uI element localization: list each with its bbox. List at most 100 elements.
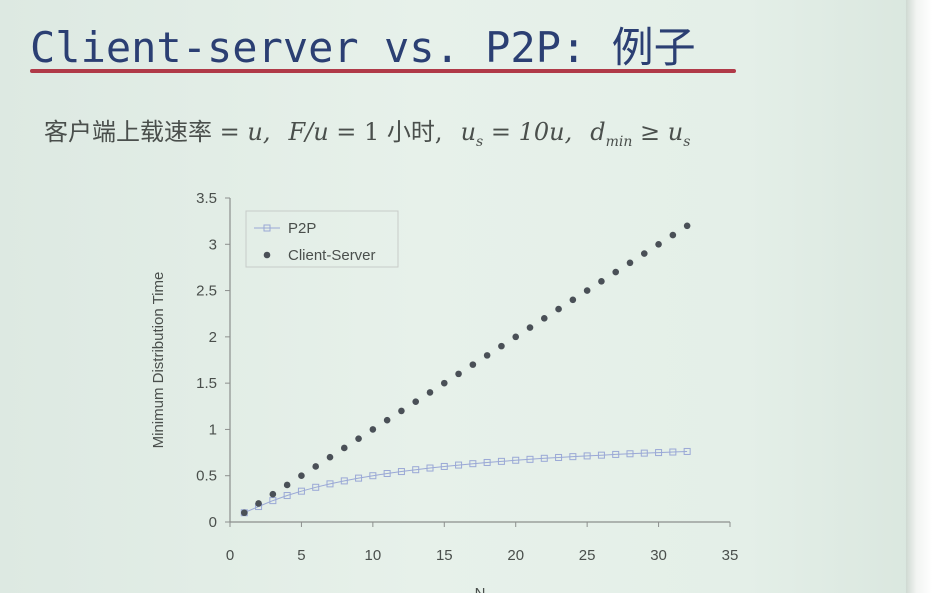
x-tick-label: 25 bbox=[579, 547, 596, 564]
y-tick-label: 3 bbox=[209, 236, 217, 253]
client-server-point bbox=[383, 416, 391, 424]
upload-rate-label: 客户端上载速率 bbox=[44, 118, 212, 146]
chart-legend: P2P Client-Server bbox=[245, 210, 399, 268]
x-tick-label: 35 bbox=[722, 547, 739, 564]
client-server-point bbox=[426, 389, 434, 396]
eq-one: = 1 bbox=[328, 118, 387, 146]
p2p-point bbox=[669, 448, 677, 456]
us2-subscript: s bbox=[683, 134, 691, 150]
slide-subtitle: 客户端上载速率 = u,F/u = 1 小时,us = 10u,dmin ≥ u… bbox=[44, 112, 690, 150]
x-tick-label: 20 bbox=[507, 547, 524, 564]
x-tick-label: 0 bbox=[226, 547, 234, 564]
client-server-point bbox=[555, 305, 562, 313]
title-underline bbox=[30, 68, 736, 74]
p2p-point bbox=[297, 487, 305, 495]
client-server-point bbox=[312, 463, 320, 470]
client-server-point bbox=[326, 453, 334, 461]
chart-axes bbox=[229, 198, 730, 523]
us-symbol: u bbox=[460, 118, 477, 146]
client-server-point bbox=[526, 324, 534, 331]
client-server-point bbox=[626, 259, 634, 267]
p2p-point bbox=[640, 449, 648, 457]
y-tick-label: 1.5 bbox=[196, 375, 217, 392]
us-subscript: s bbox=[476, 134, 484, 150]
x-tick-label: 30 bbox=[650, 547, 667, 564]
client-server-point bbox=[483, 352, 491, 359]
slide-title: Client-server vs. P2P: 例子 bbox=[30, 23, 696, 72]
p2p-point bbox=[340, 477, 348, 485]
p2p-point bbox=[683, 447, 691, 455]
client-server-point bbox=[669, 231, 677, 239]
p2p-point bbox=[569, 453, 577, 461]
p2p-point bbox=[383, 469, 391, 477]
client-server-point bbox=[612, 268, 620, 276]
client-server-point bbox=[640, 250, 648, 257]
client-server-point bbox=[240, 509, 248, 517]
us2-symbol: u bbox=[667, 118, 684, 146]
f-over-u: F/u bbox=[288, 118, 329, 146]
y-tick-label: 1 bbox=[209, 421, 217, 438]
client-server-point bbox=[512, 333, 520, 341]
eq-u: = u, bbox=[212, 118, 271, 146]
dmin-symbol: d bbox=[590, 118, 606, 146]
p2p-point bbox=[283, 492, 291, 500]
client-server-point bbox=[540, 315, 548, 322]
p2p-point bbox=[426, 464, 434, 472]
legend-client-server-marker bbox=[263, 251, 271, 259]
p2p-point bbox=[555, 453, 563, 461]
y-tick-label: 2 bbox=[209, 329, 217, 346]
y-tick-label: 0.5 bbox=[196, 468, 217, 485]
p2p-point bbox=[612, 450, 620, 458]
p2p-point bbox=[497, 457, 505, 465]
legend-p2p-marker bbox=[263, 224, 271, 232]
chart-ticks: 0 0.5 1 1.5 2 2.5 3 3.5 0 5 10 15 20 25 30 35 bbox=[196, 190, 738, 564]
p2p-point bbox=[469, 460, 477, 468]
dmin-subscript: min bbox=[605, 134, 633, 150]
x-tick-label: 5 bbox=[297, 547, 305, 564]
client-server-point bbox=[455, 370, 462, 378]
client-server-point bbox=[398, 407, 405, 415]
client-server-point bbox=[498, 342, 505, 350]
screen-edge bbox=[906, 0, 932, 593]
eq-10u: = 10u, bbox=[483, 118, 573, 146]
client-server-point bbox=[355, 435, 362, 442]
p2p-point bbox=[655, 449, 663, 457]
legend-box bbox=[245, 210, 399, 268]
geq-symbol: ≥ bbox=[632, 118, 668, 146]
p2p-series-line bbox=[244, 451, 688, 514]
p2p-point bbox=[626, 450, 634, 458]
x-axis-label: N bbox=[475, 585, 486, 593]
y-tick-label: 3.5 bbox=[196, 190, 217, 207]
p2p-point bbox=[369, 472, 377, 480]
p2p-point bbox=[269, 497, 277, 505]
p2p-point bbox=[597, 451, 605, 459]
p2p-point bbox=[326, 480, 334, 488]
client-server-point bbox=[412, 398, 420, 405]
p2p-point bbox=[397, 468, 405, 476]
client-server-point bbox=[655, 240, 662, 248]
client-server-point bbox=[255, 500, 262, 507]
x-tick-label: 10 bbox=[365, 547, 382, 564]
p2p-point bbox=[355, 474, 363, 482]
p2p-point bbox=[440, 462, 448, 470]
client-server-point bbox=[283, 481, 291, 489]
distribution-time-chart: 0 0.5 1 1.5 2 2.5 3 3.5 0 5 10 15 20 25 30 35 Minimum D… bbox=[150, 190, 738, 593]
legend-p2p-label: P2P bbox=[288, 220, 316, 237]
client-server-point bbox=[440, 379, 448, 387]
p2p-point bbox=[312, 483, 320, 491]
client-server-point bbox=[369, 426, 377, 433]
x-tick-label: 15 bbox=[436, 547, 453, 564]
chart-marks bbox=[240, 222, 691, 517]
client-server-point bbox=[598, 278, 605, 285]
client-server-point bbox=[269, 490, 277, 498]
client-server-point bbox=[583, 287, 591, 294]
client-server-point bbox=[683, 222, 691, 230]
client-server-point bbox=[340, 444, 348, 452]
y-tick-label: 2.5 bbox=[196, 283, 217, 300]
p2p-point bbox=[512, 456, 520, 464]
p2p-point bbox=[583, 452, 591, 460]
y-axis-label: Minimum Distribution Time bbox=[150, 272, 167, 449]
y-tick-label: 0 bbox=[209, 514, 217, 531]
p2p-point bbox=[483, 458, 491, 466]
legend-client-server-label: Client-Server bbox=[288, 247, 376, 264]
